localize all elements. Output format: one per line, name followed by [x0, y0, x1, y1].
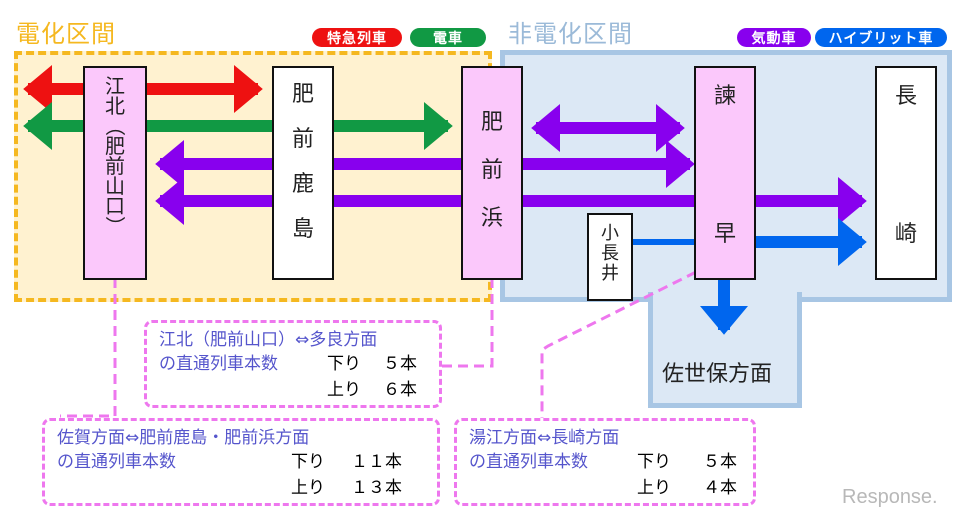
- down-label: 下り: [637, 452, 671, 472]
- info-subtitle: の直通列車本数: [57, 452, 176, 472]
- down-count: ５本: [703, 452, 737, 472]
- info-box-kouhoku-tara: 江北（肥前山口）⇔多良方面 の直通列車本数 下り ５本 上り ６本: [144, 320, 442, 408]
- legend-limited-express: 特急列車: [312, 28, 402, 47]
- legend-hybrid-train: ハイブリット車: [815, 28, 947, 47]
- station-konagai: 小 長 井: [587, 213, 633, 301]
- up-label: 上り: [327, 380, 361, 400]
- connector-hizen-hama: [440, 278, 494, 368]
- down-label: 下り: [291, 452, 325, 472]
- up-count: ４本: [703, 478, 737, 498]
- legend-electric-train: 電車: [410, 28, 486, 47]
- down-count: ５本: [383, 354, 417, 374]
- station-kouhoku: 江 北 （ 肥 前 山 口 ）: [83, 66, 147, 280]
- connector-isahaya: [540, 270, 697, 418]
- electrified-zone-title: 電化区間: [16, 20, 116, 48]
- down-label: 下り: [327, 354, 361, 374]
- info-title: 佐賀方面⇔肥前鹿島・肥前浜方面: [57, 428, 310, 448]
- sasebo-direction-label: 佐世保方面: [662, 362, 773, 387]
- connector-kouhoku: [60, 278, 117, 418]
- info-box-yue-nagasaki: 湯江方面⇔長崎方面 の直通列車本数 下り ５本 上り ４本: [454, 418, 756, 506]
- up-count: １３本: [351, 478, 402, 498]
- down-count: １１本: [351, 452, 402, 472]
- up-count: ６本: [383, 380, 417, 400]
- response-watermark: Response.: [842, 486, 938, 508]
- station-hizen-hama: 肥 前 浜: [461, 66, 523, 280]
- info-box-saga-kashima-hama: 佐賀方面⇔肥前鹿島・肥前浜方面 の直通列車本数 下り １１本 上り １３本: [42, 418, 440, 506]
- up-label: 上り: [291, 478, 325, 498]
- info-title: 湯江方面⇔長崎方面: [469, 428, 620, 448]
- station-nagasaki: 長 崎: [875, 66, 937, 280]
- info-title: 江北（肥前山口）⇔多良方面: [159, 330, 378, 350]
- station-hizen-kashima: 肥 前 鹿 島: [272, 66, 334, 280]
- info-subtitle: の直通列車本数: [469, 452, 588, 472]
- info-subtitle: の直通列車本数: [159, 354, 278, 374]
- non-electrified-zone-title: 非電化区間: [508, 20, 633, 48]
- up-label: 上り: [637, 478, 671, 498]
- station-isahaya: 諫 早: [694, 66, 756, 280]
- legend-diesel-train: 気動車: [737, 28, 811, 47]
